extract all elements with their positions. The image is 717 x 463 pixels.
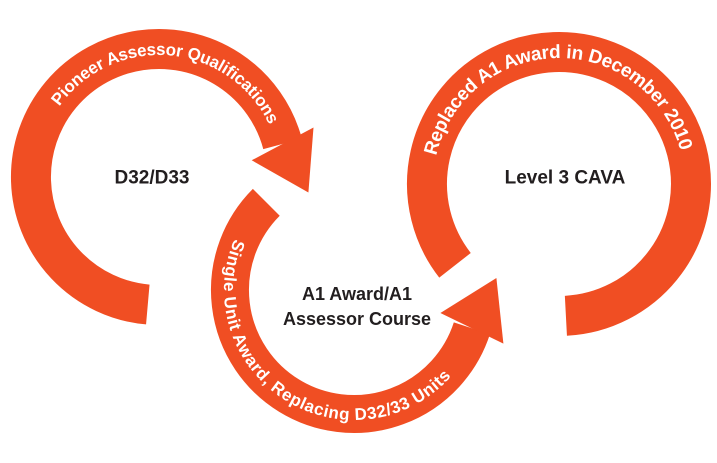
left-ring-arrowhead-icon [251,127,314,193]
middle-ring-arrowhead-icon [440,278,504,344]
left-ring-arc [11,28,302,325]
left-ring-center-label: D32/D33 [115,168,190,189]
right-ring-arc [406,31,711,336]
middle-ring-arc [211,188,490,433]
middle-ring-center-label-line2: Assessor Course [283,309,431,329]
ring-middle: Single Unit Award, Replacing D32/33 Unit… [211,188,504,433]
ring-right: Replaced A1 Award in December 2010 Level… [406,31,711,336]
ring-left: Pioneer Assessor Qualifications D32/D33 [11,28,314,325]
middle-ring-center-label-line1: A1 Award/A1 [302,284,412,304]
right-ring-center-label: Level 3 CAVA [505,168,626,189]
right-ring-curved-label: Replaced A1 Award in December 2010 [420,41,696,157]
right-ring-curved-label-text: Replaced A1 Award in December 2010 [420,41,696,157]
